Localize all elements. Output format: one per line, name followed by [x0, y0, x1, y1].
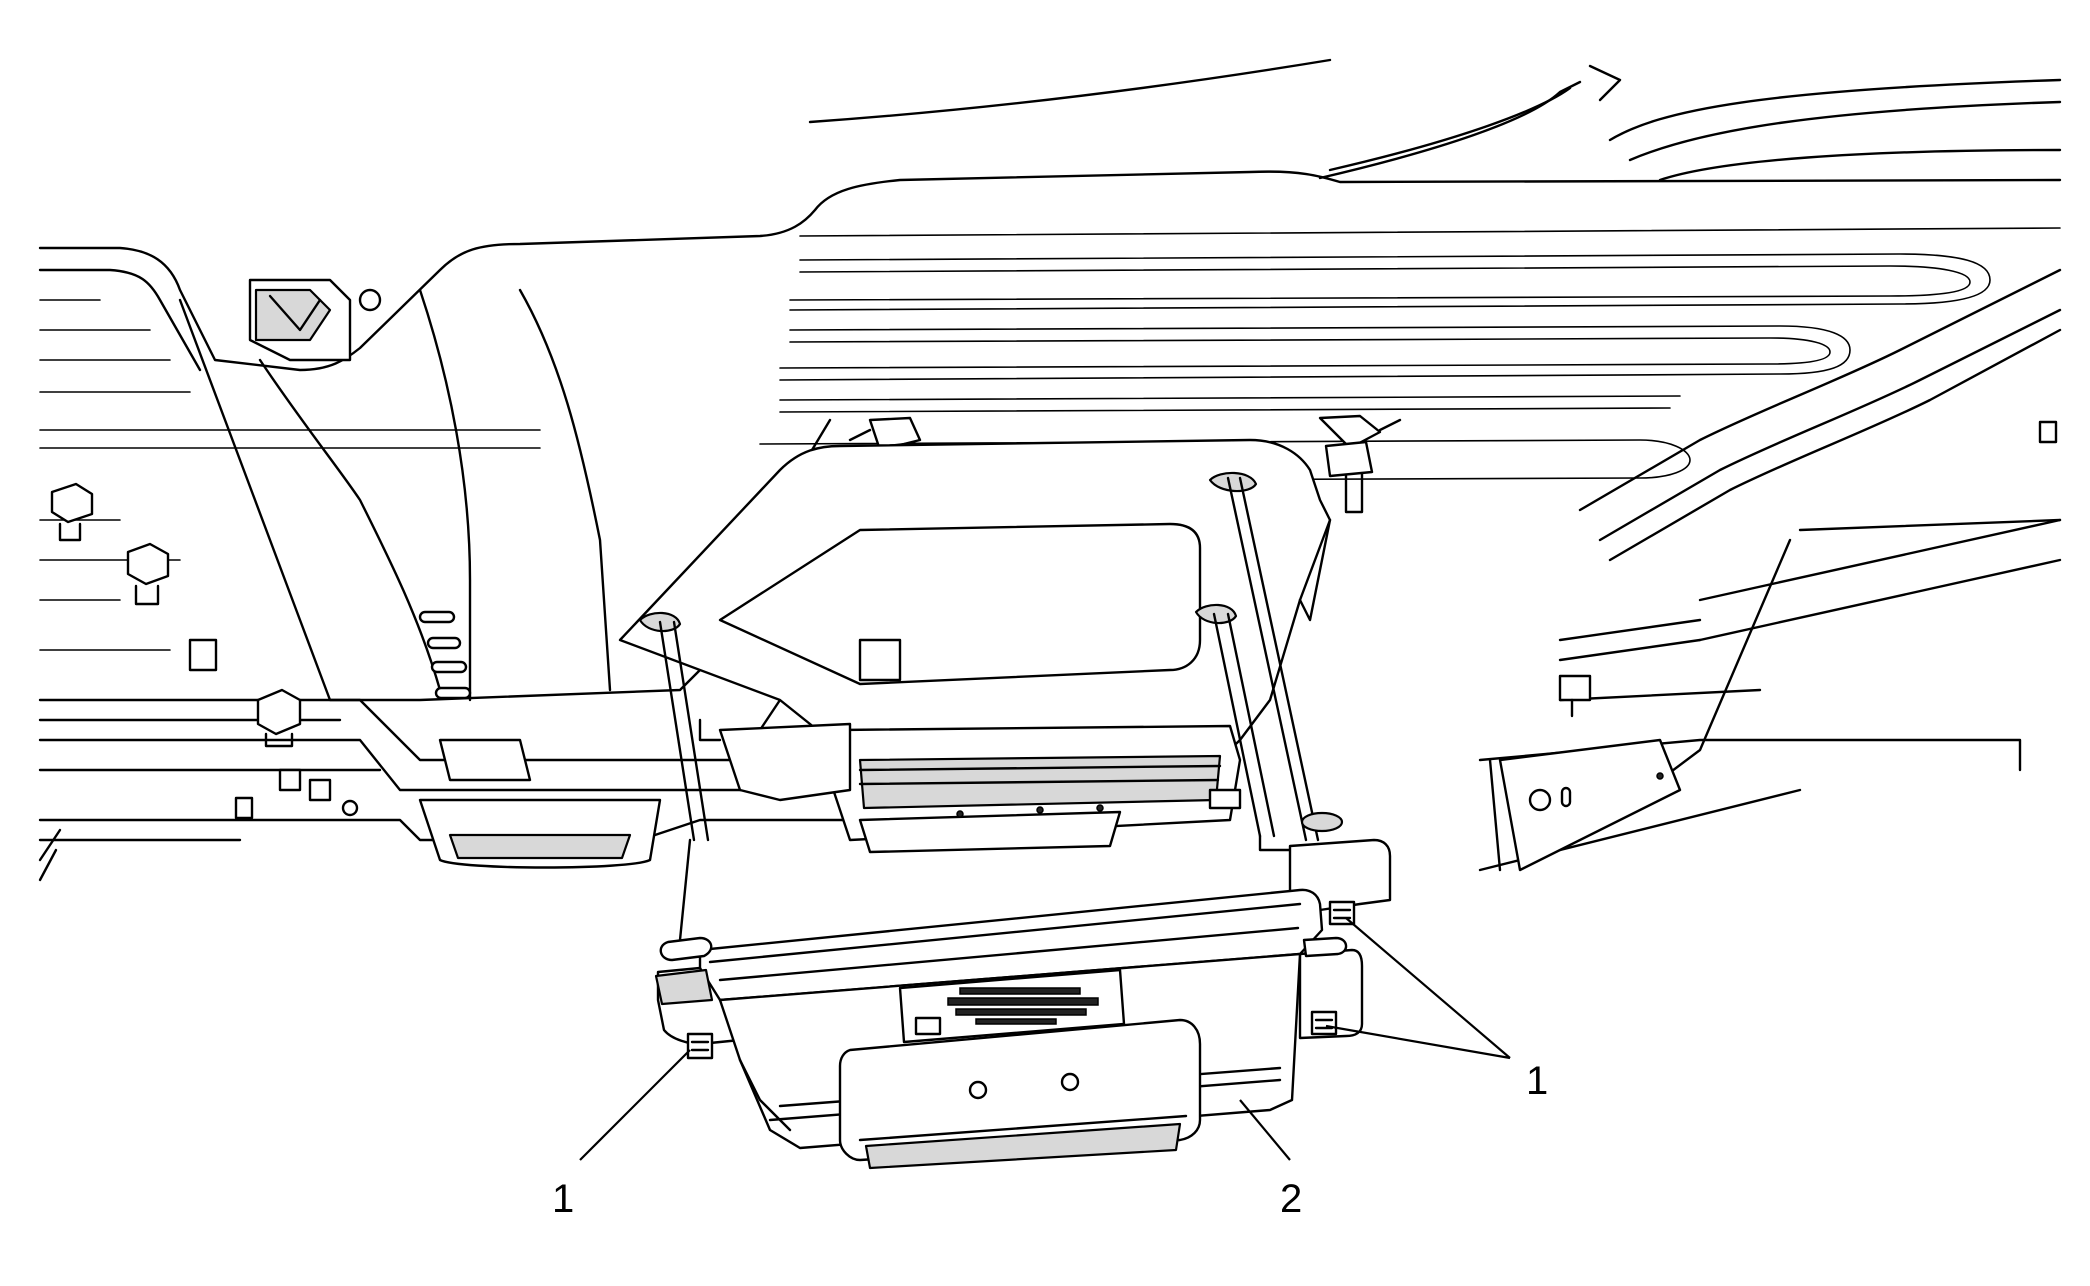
bolt-left-3: [256, 688, 302, 748]
weld-nut-right: [1318, 414, 1402, 514]
vehicle-underbody: [38, 58, 2062, 882]
mounting-bracket: [618, 438, 1332, 854]
callout-1-left: 1: [552, 1177, 574, 1221]
bolt-left-2: [126, 542, 218, 672]
alignment-lines: [658, 476, 1320, 942]
ecm-bolt-front-left: [686, 1032, 714, 1060]
callout-1-right: 1: [1526, 1059, 1548, 1103]
ecm-grommet-rear: [1300, 811, 1344, 833]
ecm-bolt-front-right: [1310, 1010, 1338, 1036]
callout-2: 2: [1280, 1177, 1302, 1221]
bolt-left-1: [50, 482, 94, 542]
ecm-module: [654, 811, 1392, 1170]
ecm-label-text: [914, 987, 1099, 1036]
leader-lines: [579, 917, 1511, 1161]
small-studs-left: [234, 768, 359, 820]
